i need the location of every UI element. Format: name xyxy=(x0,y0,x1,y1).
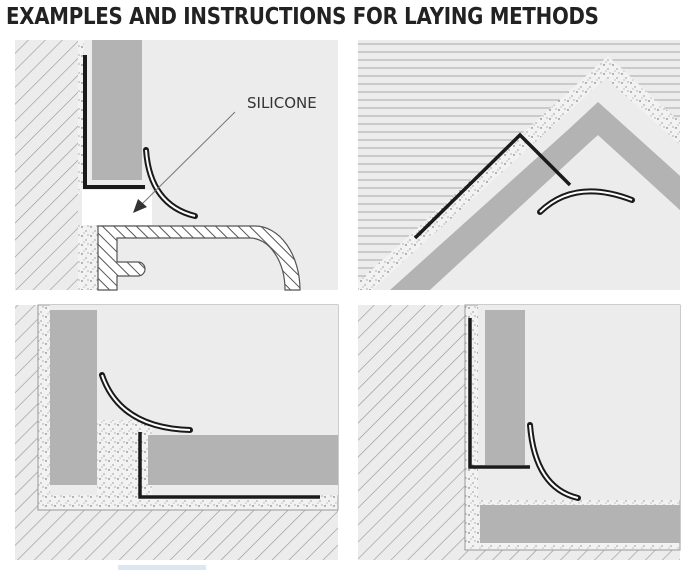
panel-bottom-left xyxy=(15,304,339,560)
panel-top-left: SILICONE xyxy=(15,40,338,291)
tile xyxy=(480,505,680,543)
tile xyxy=(390,102,680,290)
panel-bottom-right xyxy=(358,304,681,560)
wall-hatch xyxy=(15,40,78,290)
tile-profile xyxy=(468,318,530,469)
base-profile xyxy=(97,225,301,291)
tile-profile xyxy=(138,432,320,499)
tile-profile xyxy=(413,132,572,240)
silicone-label: SILICONE xyxy=(247,94,317,112)
tile-profile xyxy=(83,55,145,189)
panel-top-right xyxy=(358,40,680,290)
silicone-arrow xyxy=(139,111,236,207)
tile xyxy=(148,435,338,485)
tile xyxy=(50,310,97,485)
page-title: EXAMPLES AND INSTRUCTIONS FOR LAYING MET… xyxy=(6,4,599,30)
tile xyxy=(485,310,525,465)
tile xyxy=(92,40,142,180)
